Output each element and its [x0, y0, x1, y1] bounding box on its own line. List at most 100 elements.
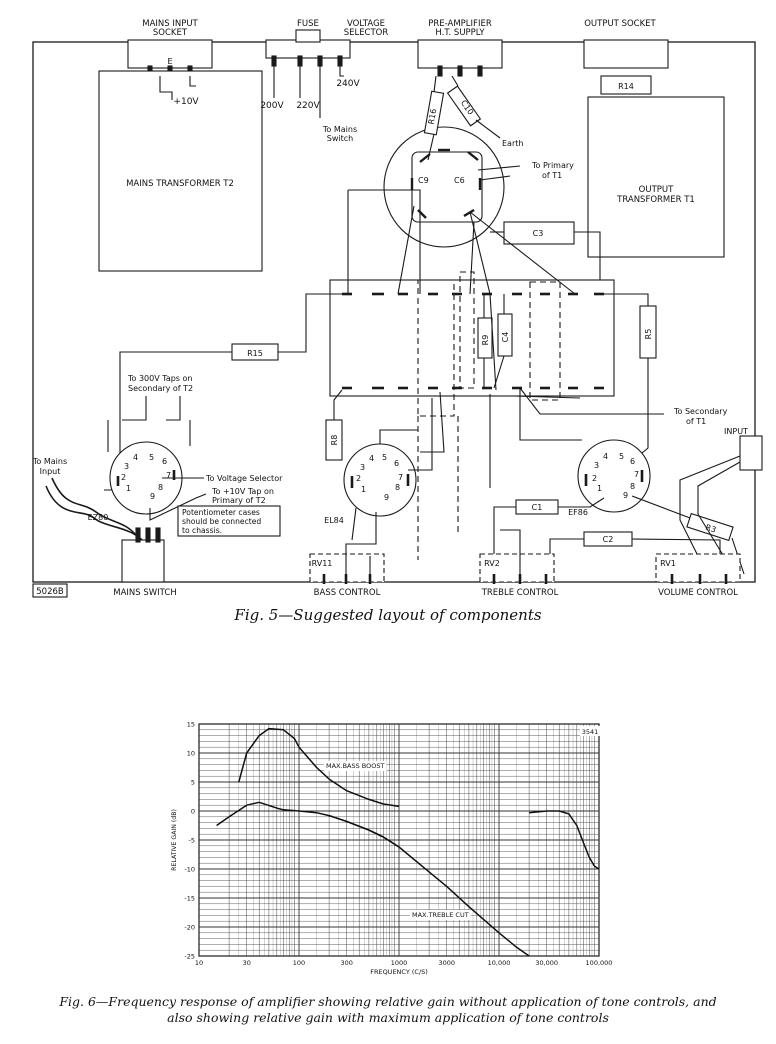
label-r14: R14 — [618, 82, 634, 91]
label-c4: C4 — [501, 332, 510, 343]
pin-label: 2 — [356, 474, 361, 483]
figure-number: 3541 — [582, 728, 599, 736]
x-tick-label: 30,000 — [535, 959, 558, 967]
pin-label: 1 — [597, 484, 602, 493]
c4-capacitor — [497, 313, 513, 357]
label-rv11: RV11 — [312, 559, 333, 568]
series-line-2 — [238, 727, 400, 808]
pin-label: 7 — [398, 473, 403, 482]
y-tick-label: -10 — [184, 866, 195, 874]
label-voltage-2: SELECTOR — [344, 28, 389, 38]
x-tick-label: 10,000 — [488, 959, 511, 967]
mains-transformer — [98, 70, 263, 272]
label-pot-note-1: Potentiometer cases — [182, 508, 260, 517]
label-earth: Earth — [502, 139, 523, 148]
output-socket — [583, 39, 669, 69]
label-r8: R8 — [330, 435, 339, 446]
pin-label: 5 — [382, 453, 387, 462]
c3-capacitor — [503, 221, 575, 245]
label-ez80: EZ80 — [88, 513, 109, 522]
mains-switch — [121, 539, 165, 583]
pin-label: 3 — [124, 462, 129, 471]
output-valve-socket — [383, 126, 505, 248]
label-to-primary-1: To Primary — [531, 161, 574, 170]
label-voltage-1: VOLTAGE — [347, 19, 385, 29]
label-to-mains-input-2: Input — [40, 467, 61, 476]
label-r9: R9 — [481, 335, 490, 346]
figure-6-caption: Fig. 6—Frequency response of amplifier s… — [30, 994, 746, 1026]
pot-note-box — [177, 505, 281, 537]
label-e: E — [167, 57, 172, 66]
label-to-secondary-2: of T1 — [686, 417, 706, 426]
figure-6-caption-line-1: Fig. 6—Frequency response of amplifier s… — [59, 994, 717, 1009]
pin-label: 2 — [592, 474, 597, 483]
label-preamp-1: PRE-AMPLIFIER — [428, 19, 492, 29]
r3-resistor — [686, 512, 734, 542]
label-output-socket: OUTPUT SOCKET — [584, 19, 656, 29]
label-c9: C9 — [418, 176, 429, 185]
label-to-300v-2: Secondary of T2 — [128, 384, 193, 393]
r9-resistor — [477, 317, 493, 359]
label-220v: 220V — [296, 101, 320, 111]
pin-label: 8 — [630, 482, 635, 491]
y-tick-label: -25 — [184, 953, 195, 961]
fuse-block — [265, 39, 351, 59]
pin-label: 5 — [149, 453, 154, 462]
rv2-pot — [479, 553, 555, 583]
x-tick-label: 300 — [341, 959, 353, 967]
label-rv1: RV1 — [660, 559, 676, 568]
pin-label: 6 — [630, 457, 635, 466]
y-tick-label: 5 — [191, 779, 195, 787]
annotation-max-bass-boost: MAX.BASS BOOST — [326, 762, 385, 770]
annotation-bg — [324, 761, 387, 771]
label-240v: 240V — [336, 79, 360, 89]
x-tick-label: 100,000 — [586, 959, 613, 967]
figure-5-caption: Fig. 5—Suggested layout of components — [234, 606, 542, 624]
pin-label: 3 — [360, 463, 365, 472]
label-c2: C2 — [603, 535, 614, 544]
label-to-secondary-1: To Secondary — [673, 407, 728, 416]
pin-label: 1 — [126, 484, 131, 493]
label-bass-control: BASS CONTROL — [314, 588, 381, 598]
label-200v: 200V — [260, 101, 284, 111]
pin-label: 6 — [394, 459, 399, 468]
y-tick-label: -5 — [189, 837, 195, 845]
label-c6: C6 — [454, 176, 465, 185]
pin-label: 9 — [623, 491, 628, 500]
input-socket — [739, 435, 763, 471]
preamp-ht-socket — [417, 39, 503, 69]
label-pot-note-2: should be connected — [182, 517, 261, 526]
label-to-10v-2: Primary of T2 — [212, 496, 266, 505]
pin-label: 4 — [133, 453, 138, 462]
figure-6-caption-line-2: also showing relative gain with maximum … — [167, 1010, 609, 1025]
label-input: INPUT — [724, 427, 748, 436]
pin-label: 8 — [395, 483, 400, 492]
x-axis-label: FREQUENCY (C/S) — [370, 968, 428, 976]
label-output-transformer-1: OUTPUT — [639, 185, 674, 195]
label-mains-switch: MAINS SWITCH — [113, 588, 176, 598]
label-el84: EL84 — [324, 516, 344, 525]
label-pot-note-3: to chassis. — [182, 526, 222, 535]
output-transformer — [587, 96, 725, 258]
y-tick-label: -20 — [184, 924, 195, 932]
label-to-mains-switch-1: To Mains — [322, 125, 357, 134]
pin-label: 8 — [158, 483, 163, 492]
label-volume-control: VOLUME CONTROL — [658, 588, 738, 598]
x-tick-label: 1000 — [391, 959, 408, 967]
pin-label: 7 — [634, 470, 639, 479]
label-ef86: EF86 — [568, 508, 588, 517]
pin-label: 3 — [594, 461, 599, 470]
plot-series — [216, 727, 600, 957]
label-plus10v: +10V — [173, 97, 199, 107]
y-axis-label: RELATIVE GAIN (dB) — [171, 809, 178, 871]
tag-board — [329, 279, 615, 397]
label-c1: C1 — [532, 503, 543, 512]
label-to-mains-input-1: To Mains — [32, 457, 67, 466]
label-to-300v-1: To 300V Taps on — [127, 374, 192, 383]
el84-socket — [343, 443, 417, 517]
pin-label: 7 — [166, 471, 171, 480]
y-tick-label: -15 — [184, 895, 195, 903]
